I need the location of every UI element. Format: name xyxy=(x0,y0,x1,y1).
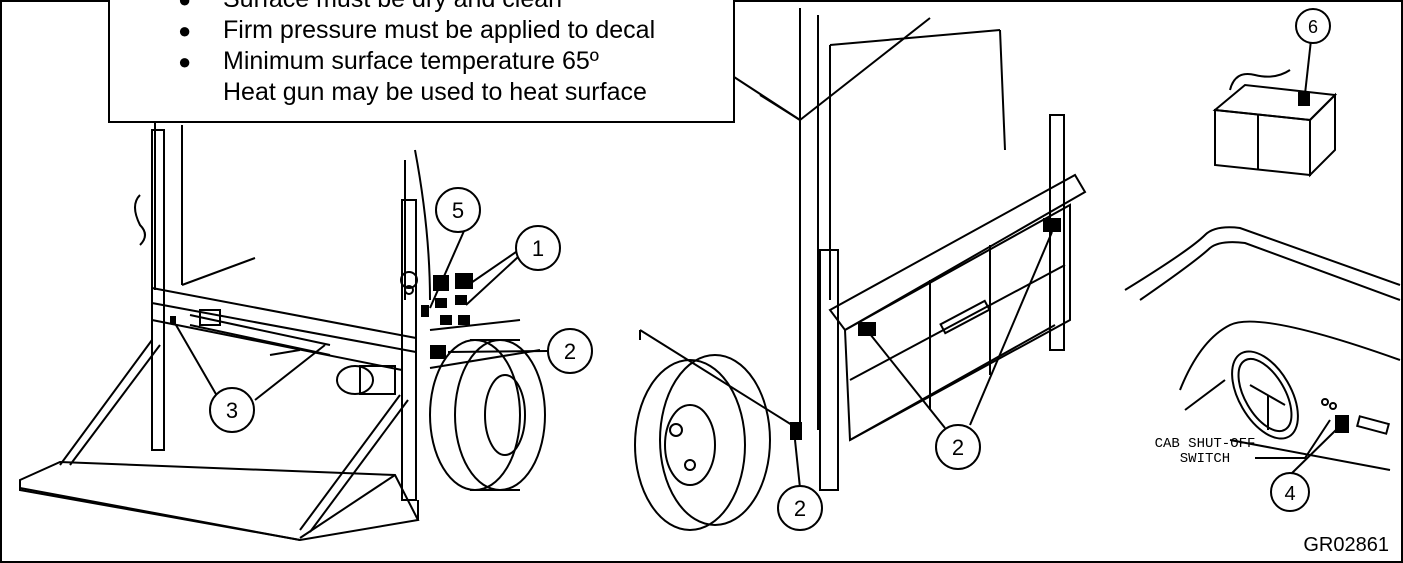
cab-shutoff-switch-label: CAB SHUT-OFF SWITCH xyxy=(1150,437,1260,467)
battery-drawing xyxy=(1212,69,1338,178)
leader-line-6 xyxy=(1304,39,1312,95)
middle-truck-drawing xyxy=(634,8,1087,531)
decal-marks-left xyxy=(170,273,473,359)
bullet-icon: ● xyxy=(178,0,191,15)
callout-1: 1 xyxy=(515,225,561,271)
callout-4-label: 4 xyxy=(1284,483,1295,505)
battery-decal xyxy=(1298,92,1310,106)
callout-2-middle-label: 2 xyxy=(952,435,964,460)
callout-2-middle: 2 xyxy=(935,424,981,470)
bullet-icon: ● xyxy=(178,49,192,74)
note-text: Firm pressure must be applied to decal xyxy=(223,16,656,44)
cab-label-line1: CAB SHUT-OFF xyxy=(1154,436,1256,452)
callout-5: 5 xyxy=(435,187,481,233)
drawing-number: GR02861 xyxy=(1303,534,1389,556)
note-text: Heat gun may be used to heat surface xyxy=(223,78,647,106)
callout-6-label: 6 xyxy=(1308,17,1318,37)
cab-label-line2: SWITCH xyxy=(1179,451,1231,467)
leader-lines-left xyxy=(175,230,549,409)
callout-1-label: 1 xyxy=(532,236,544,261)
callout-2-bottom: 2 xyxy=(777,485,823,531)
callout-2-bottom-label: 2 xyxy=(794,496,806,521)
left-liftgate-drawing xyxy=(19,120,546,542)
application-notes-box: ● Surface must be dry and clean ● Firm pre… xyxy=(108,0,735,123)
callout-3: 3 xyxy=(209,387,255,433)
callout-5-label: 5 xyxy=(452,198,464,223)
note-text: Minimum surface temperature 65º xyxy=(223,47,599,75)
callout-4: 4 xyxy=(1270,472,1310,512)
callout-2-left: 2 xyxy=(547,328,593,374)
callout-3-label: 3 xyxy=(226,398,238,423)
leader-lines-middle xyxy=(794,231,1053,489)
cab-switch-decal xyxy=(1335,415,1349,433)
note-text: Surface must be dry and clean xyxy=(223,0,562,15)
callout-2-left-label: 2 xyxy=(564,339,576,364)
bullet-icon: ● xyxy=(178,18,192,43)
leader-lines-right xyxy=(1255,419,1339,476)
decal-marks-middle xyxy=(790,218,1061,440)
callout-6: 6 xyxy=(1295,8,1331,44)
cab-drawing xyxy=(1124,226,1401,471)
